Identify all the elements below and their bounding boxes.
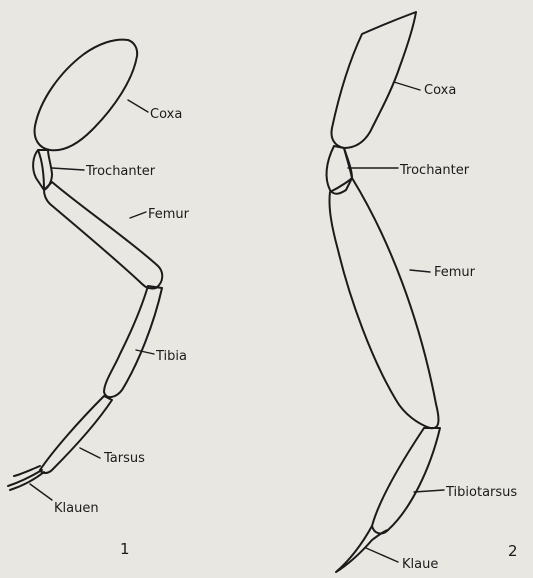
fig1-claws <box>8 466 44 490</box>
fig2-coxa-segment <box>332 12 417 148</box>
fig2-femur-segment <box>329 178 438 428</box>
fig2-label-femur: Femur <box>434 265 476 280</box>
fig1-label-coxa: Coxa <box>150 107 182 122</box>
fig2-label-trochanter: Trochanter <box>399 163 470 178</box>
fig1-label-tarsus: Tarsus <box>103 451 145 466</box>
fig1-label-tibia: Tibia <box>155 349 187 364</box>
fig2-label-coxa: Coxa <box>424 83 456 98</box>
fig1-label-trochanter: Trochanter <box>85 164 156 179</box>
fig1-label-femur: Femur <box>148 207 190 222</box>
leg-figure-2: Coxa Trochanter Femur Tibiotarsus Klaue … <box>327 12 518 572</box>
fig1-label-claws: Klauen <box>54 501 99 516</box>
fig2-tibiotarsus-segment <box>372 428 440 533</box>
fig1-tibia-segment <box>104 286 162 397</box>
fig2-number: 2 <box>508 542 518 560</box>
fig1-coxa-segment <box>35 40 138 151</box>
fig1-tarsus-segment <box>40 396 112 473</box>
fig2-label-tibiotarsus: Tibiotarsus <box>445 485 517 500</box>
fig2-label-claw: Klaue <box>402 557 438 572</box>
fig1-femur-segment <box>44 182 162 289</box>
leg-figure-1: Coxa Trochanter Femur Tibia Tarsus Klaue… <box>8 40 190 558</box>
fig1-number: 1 <box>120 540 130 558</box>
